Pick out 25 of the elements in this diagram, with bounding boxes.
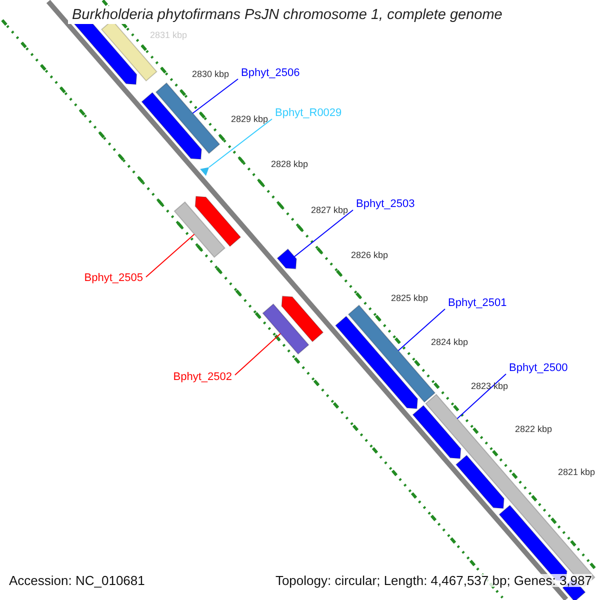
tick-label: 2826 kbp xyxy=(351,251,388,260)
gene-arrow xyxy=(276,248,297,270)
gene-label: Bphyt_2503 xyxy=(356,199,415,210)
tick-label: 2828 kbp xyxy=(271,160,308,169)
tick-label: 2827 kbp xyxy=(311,206,348,215)
leader-line xyxy=(456,374,506,420)
tick-label: 2824 kbp xyxy=(431,338,468,347)
gene-label: Bphyt_2506 xyxy=(241,68,300,79)
gene-label: Bphyt_2502 xyxy=(173,372,232,383)
gene-label: Bphyt_2500 xyxy=(509,363,568,374)
leader-line xyxy=(192,78,238,114)
leader-line xyxy=(208,118,272,168)
footer-text: Topology: circular; Length: 4,467,537 bp; Genes: 3,987 xyxy=(275,574,592,587)
leader-line xyxy=(146,234,195,278)
leader-line xyxy=(294,210,354,258)
tick-label: 2822 kbp xyxy=(515,425,552,434)
tick-label: 2829 kbp xyxy=(231,115,268,124)
gene-label: Bphyt_R0029 xyxy=(275,108,342,119)
tick-label: 2821 kbp xyxy=(558,468,596,477)
leader-line xyxy=(398,308,446,352)
gene-label: Bphyt_2501 xyxy=(448,298,507,309)
gene-label: Bphyt_2505 xyxy=(84,273,143,284)
leader-line xyxy=(234,333,281,376)
footer-text: Accession: NC_010681 xyxy=(9,574,145,587)
rna-marker xyxy=(200,167,210,176)
